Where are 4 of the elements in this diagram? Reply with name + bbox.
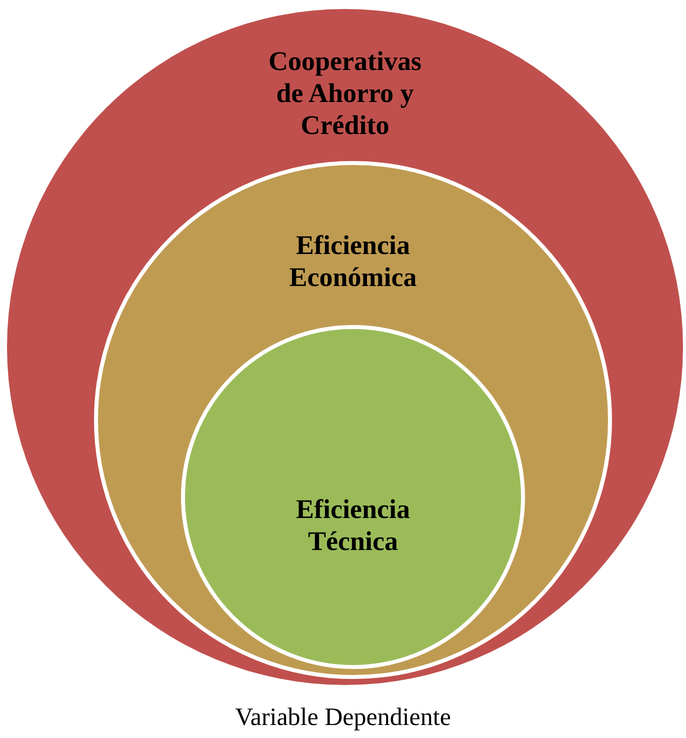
circle-label: Eficiencia Económica: [288, 229, 418, 293]
circle-label: Eficiencia Técnica: [295, 493, 411, 557]
caption: Variable Dependiente: [234, 704, 452, 732]
circle-label: Cooperativas de Ahorro y Crédito: [268, 45, 422, 141]
